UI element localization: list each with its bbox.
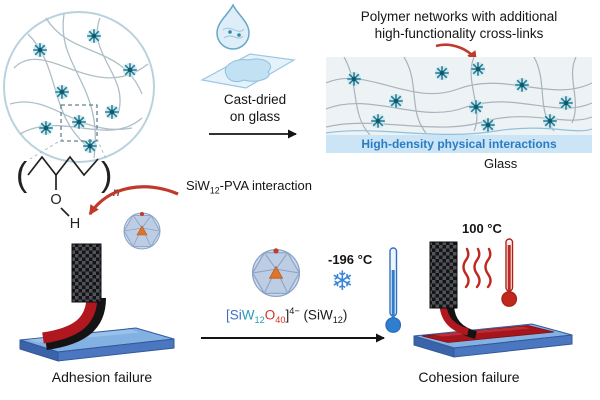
pva-right-bracket: ) [101,156,112,194]
cold-temperature-label: -196 °C [328,252,373,267]
hot-thermometer-icon [501,238,518,307]
cohesion-failure-label: Cohesion failure [418,369,520,385]
caption-line1: Polymer networks with additional [360,9,558,24]
formula-w: W [241,307,255,323]
hot-temperature-label: 100 °C [462,221,502,236]
peeled-tape [42,243,106,350]
formula-tail-sub: 12 [332,315,343,326]
cast-line1: Cast-dried [223,92,287,107]
caption-line2: high-functionality cross-links [374,25,544,41]
siw12-pva-interaction-label: SiW12-PVA interaction [186,178,312,196]
network-caption: Polymer networks with additional high-fu… [320,9,598,43]
network-micrograph-panel: High-density physical interactions [326,57,592,153]
cast-film-on-glass-illustration [200,53,296,89]
interaction-suffix: -PVA interaction [219,178,312,193]
reaction-arrow [201,333,385,343]
solution-droplet-icon [216,3,250,50]
formula-w-sub: 12 [254,315,265,326]
siw12-formula: [SiW12O40]4− (SiW12) [226,306,347,325]
adhesive-layer [421,325,555,343]
adhesion-failure-illustration [19,243,175,362]
zoom-guide-lines [29,139,107,160]
interaction-prefix: SiW [186,178,210,193]
formula-charge: 4− [289,306,300,316]
high-density-band-label: High-density physical interactions [361,137,557,151]
hydrogen-label: H [70,216,80,232]
interaction-arrow [88,185,179,216]
tape-with-cohesive-residue [429,241,478,339]
polymer-network-circle-illustration [3,11,155,163]
cast-line2: on glass [229,108,281,124]
formula-tail-end: ) [342,307,348,323]
adhesion-failure-label: Adhesion failure [51,369,153,385]
snowflake-icon: ❄ [331,266,354,296]
pva-repeat-unit-structure: ( ) n O H [16,155,120,232]
interaction-subscript: 12 [209,185,220,196]
zoom-region-box [60,104,98,142]
cohesion-failure-illustration [413,241,573,358]
heat-waves-icon [462,247,492,289]
formula-o-sub: 40 [275,315,286,326]
oxygen-label: O [50,192,61,208]
cold-thermometer-icon [385,247,402,333]
formula-open-bracket: [ [226,307,230,323]
formula-si: Si [229,307,242,323]
formula-o: O [264,307,276,323]
pom-cluster-icon-large [251,247,301,298]
network-micrograph-art [326,57,592,153]
pva-backbone [27,155,99,217]
formula-close-bracket: ] [285,307,290,323]
interaction-band [326,135,592,153]
cast-process-arrow [209,129,297,139]
glass-label: Glass [484,156,518,171]
formula-tail: (SiW [299,307,333,323]
pva-left-bracket: ( [16,156,28,194]
cast-dried-label: Cast-dried on glass [202,92,308,126]
